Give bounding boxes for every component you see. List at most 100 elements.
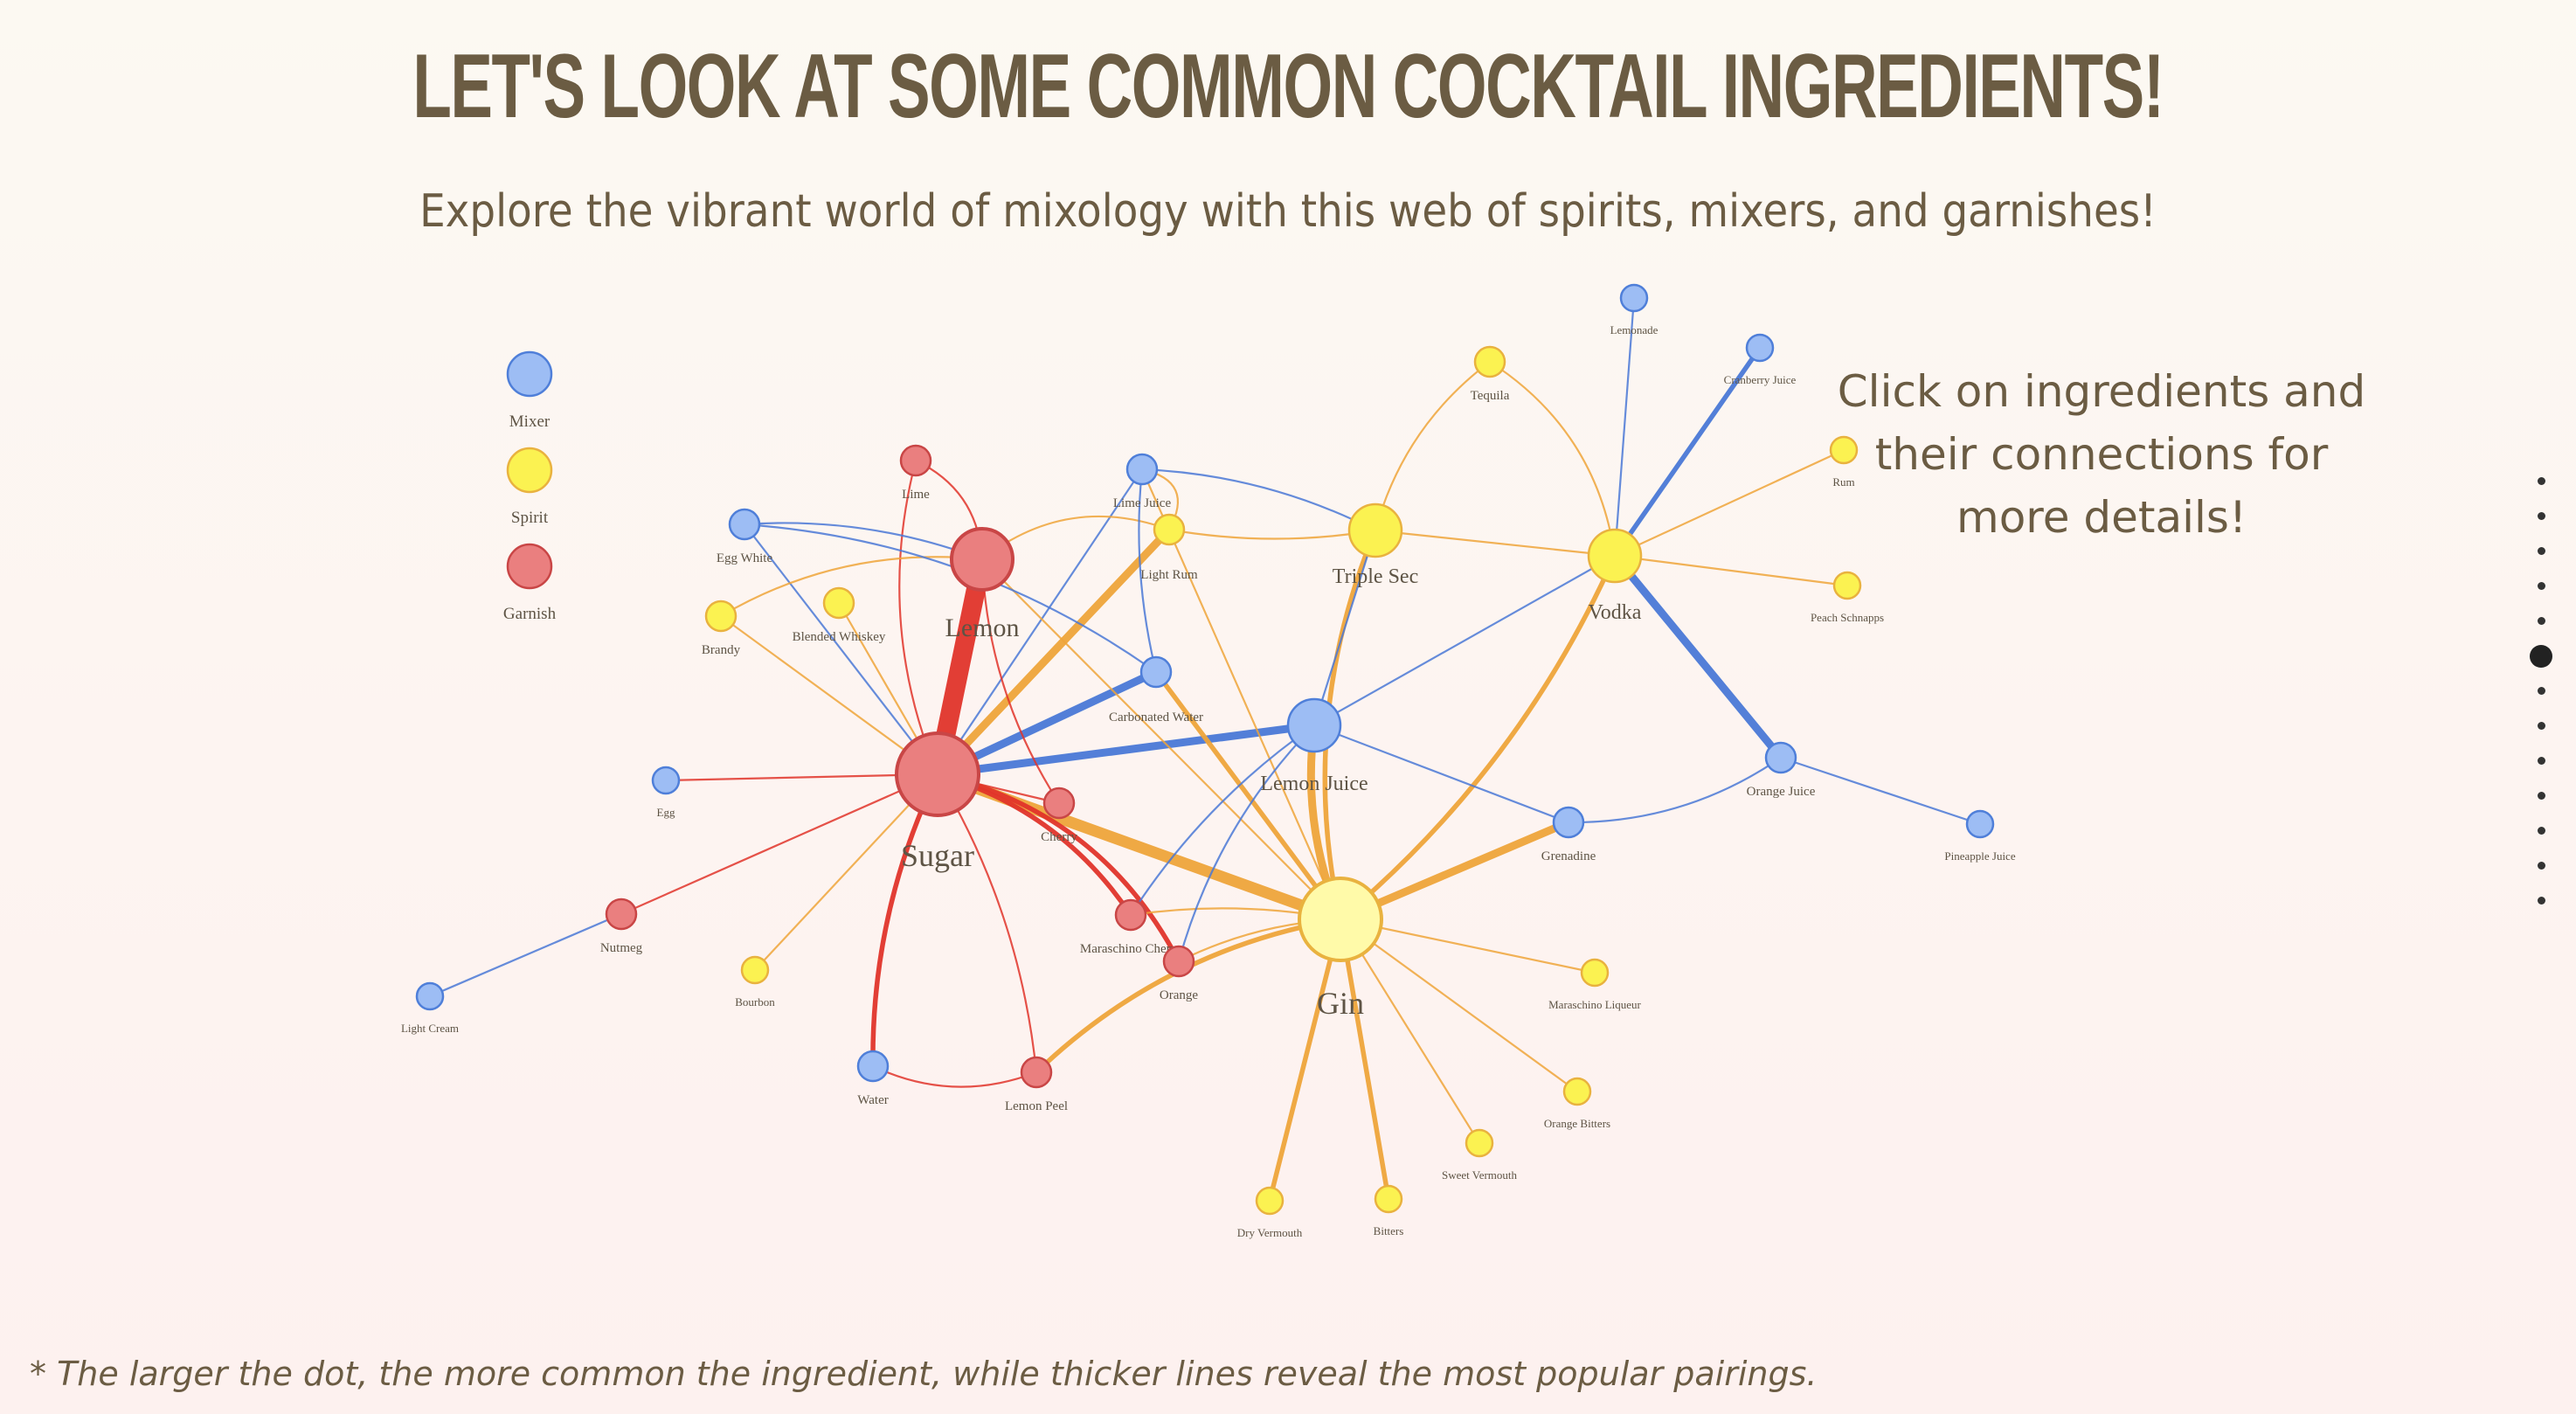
node-bourbon[interactable]: Bourbon [735,955,775,1009]
edge-lemon-gin[interactable] [980,558,1342,921]
node-circle-grenadine[interactable] [1552,806,1585,839]
pager-dot-8[interactable] [2537,722,2545,730]
node-orange-bitters[interactable]: Orange Bitters [1544,1077,1610,1130]
node-tequila[interactable]: Tequila [1471,345,1510,403]
edge-gin-vodka[interactable] [1338,553,1617,922]
edge-egg_white-carbonated_water[interactable] [743,523,1158,674]
edge-gin-dry_vermouth[interactable] [1267,917,1343,1203]
node-blended-whiskey[interactable]: Blended Whiskey [793,586,886,644]
node-maraschino-liqueur[interactable]: Maraschino Liqueur [1548,958,1642,1011]
pager-dot-9[interactable] [2537,757,2545,765]
node-cherry[interactable]: Cherry [1041,787,1077,844]
edge-sugar-water[interactable] [870,772,940,1069]
node-bitters[interactable]: Bitters [1374,1184,1404,1237]
node-egg-white[interactable]: Egg White [717,508,773,565]
node-circle-nutmeg[interactable] [605,898,638,931]
node-circle-cherry[interactable] [1042,787,1076,820]
node-orange[interactable]: Orange [1160,945,1198,1002]
pager-dot-1[interactable] [2537,477,2545,485]
node-lemon-juice[interactable]: Lemon Juice [1260,697,1368,795]
node-lime-juice[interactable]: Lime Juice [1113,453,1172,510]
node-cranberry-juice[interactable]: Cranberry Juice [1724,333,1797,386]
node-circle-bitters[interactable] [1374,1184,1403,1214]
node-lemon[interactable]: Lemon [945,527,1020,642]
node-triple-sec[interactable]: Triple Sec [1333,503,1418,588]
edge-water-lemon_peel[interactable] [871,1064,1038,1088]
edge-sugar-nutmeg[interactable] [620,773,939,916]
edge-vodka-cranberry_juice[interactable] [1612,345,1762,558]
node-circle-lime-juice[interactable] [1125,453,1159,486]
node-circle-rum[interactable] [1829,435,1859,465]
node-dry-vermouth[interactable]: Dry Vermouth [1237,1186,1303,1239]
node-circle-bourbon[interactable] [740,955,770,985]
node-circle-orange[interactable] [1162,945,1195,978]
edge-gin-orange_bitters[interactable] [1339,918,1579,1093]
pager-dot-10[interactable] [2537,792,2545,800]
edge-lemon_juice-grenadine[interactable] [1312,724,1570,824]
node-nutmeg[interactable]: Nutmeg [600,898,643,955]
node-circle-vodka[interactable] [1587,528,1643,584]
node-brandy[interactable]: Brandy [702,600,741,657]
pager-dot-2[interactable] [2537,512,2545,520]
node-circle-egg[interactable] [651,766,681,795]
node-grenadine[interactable]: Grenadine [1541,806,1596,863]
pager-dot-3[interactable] [2537,547,2545,555]
node-vodka[interactable]: Vodka [1587,528,1643,624]
edge-triple_sec-lime_juice[interactable] [1140,468,1377,532]
pager-dot-4[interactable] [2537,582,2545,590]
edge-orange_juice-pineapple_juice[interactable] [1779,756,1982,826]
edge-vodka-tequila[interactable] [1488,360,1617,558]
node-circle-light-cream[interactable] [415,981,445,1011]
edge-lemon_juice-maraschino_cherry[interactable] [1129,724,1316,917]
node-maraschino-cherry[interactable]: Maraschino Cherry [1080,898,1182,956]
node-pineapple-juice[interactable]: Pineapple Juice [1944,809,2016,863]
node-circle-maraschino-cherry[interactable] [1114,898,1147,932]
node-circle-cranberry-juice[interactable] [1745,333,1775,363]
node-peach-schnapps[interactable]: Peach Schnapps [1811,571,1884,624]
edge-nutmeg-light_cream[interactable] [428,912,623,998]
node-circle-pineapple-juice[interactable] [1965,809,1995,839]
node-egg[interactable]: Egg [651,766,681,819]
edge-orange_juice-grenadine[interactable] [1567,756,1783,824]
node-circle-peach-schnapps[interactable] [1832,571,1862,600]
node-circle-sweet-vermouth[interactable] [1465,1128,1494,1158]
node-circle-lemon[interactable] [950,527,1014,592]
node-circle-blended-whiskey[interactable] [822,586,855,620]
edge-vodka-lemon_juice[interactable] [1312,554,1617,727]
node-carbonated-water[interactable]: Carbonated Water [1109,655,1203,724]
node-circle-gin[interactable] [1298,877,1383,962]
edge-vodka-triple_sec[interactable] [1374,529,1617,558]
node-circle-carbonated-water[interactable] [1139,655,1173,689]
node-circle-tequila[interactable] [1473,345,1506,378]
edge-lemon-cherry[interactable] [980,558,1061,805]
node-circle-light-rum[interactable] [1153,513,1186,546]
node-sugar[interactable]: Sugar [895,731,980,873]
pager-dot-6[interactable] [2530,645,2552,668]
edge-lemon-brandy[interactable] [719,556,984,618]
pager-dot-7[interactable] [2537,687,2545,695]
node-circle-lemonade[interactable] [1619,283,1649,313]
node-lime[interactable]: Lime [899,444,932,502]
node-circle-brandy[interactable] [704,600,737,633]
node-circle-triple-sec[interactable] [1347,503,1403,558]
edge-sugar-light_rum[interactable] [933,525,1174,779]
edge-lemon_juice-orange[interactable] [1177,724,1316,963]
edge-vodka-lemonade[interactable] [1613,296,1636,558]
node-circle-lime[interactable] [899,444,932,477]
pager-dot-12[interactable] [2537,862,2545,870]
edge-sugar-lime_juice[interactable] [936,468,1144,776]
node-circle-sugar[interactable] [895,731,980,817]
node-sweet-vermouth[interactable]: Sweet Vermouth [1442,1128,1518,1182]
node-circle-orange-bitters[interactable] [1562,1077,1592,1106]
node-orange-juice[interactable]: Orange Juice [1747,741,1816,799]
node-circle-egg-white[interactable] [728,508,761,541]
edge-sugar-lime[interactable] [898,459,939,776]
edge-lime_juice-carbonated_water[interactable] [1138,468,1158,674]
pager-dot-5[interactable] [2537,617,2545,625]
node-light-cream[interactable]: Light Cream [401,981,459,1035]
node-water[interactable]: Water [856,1050,890,1107]
edge-triple_sec-light_rum[interactable] [1167,528,1377,540]
edge-sugar-orange[interactable] [935,772,1181,964]
node-circle-water[interactable] [856,1050,890,1083]
